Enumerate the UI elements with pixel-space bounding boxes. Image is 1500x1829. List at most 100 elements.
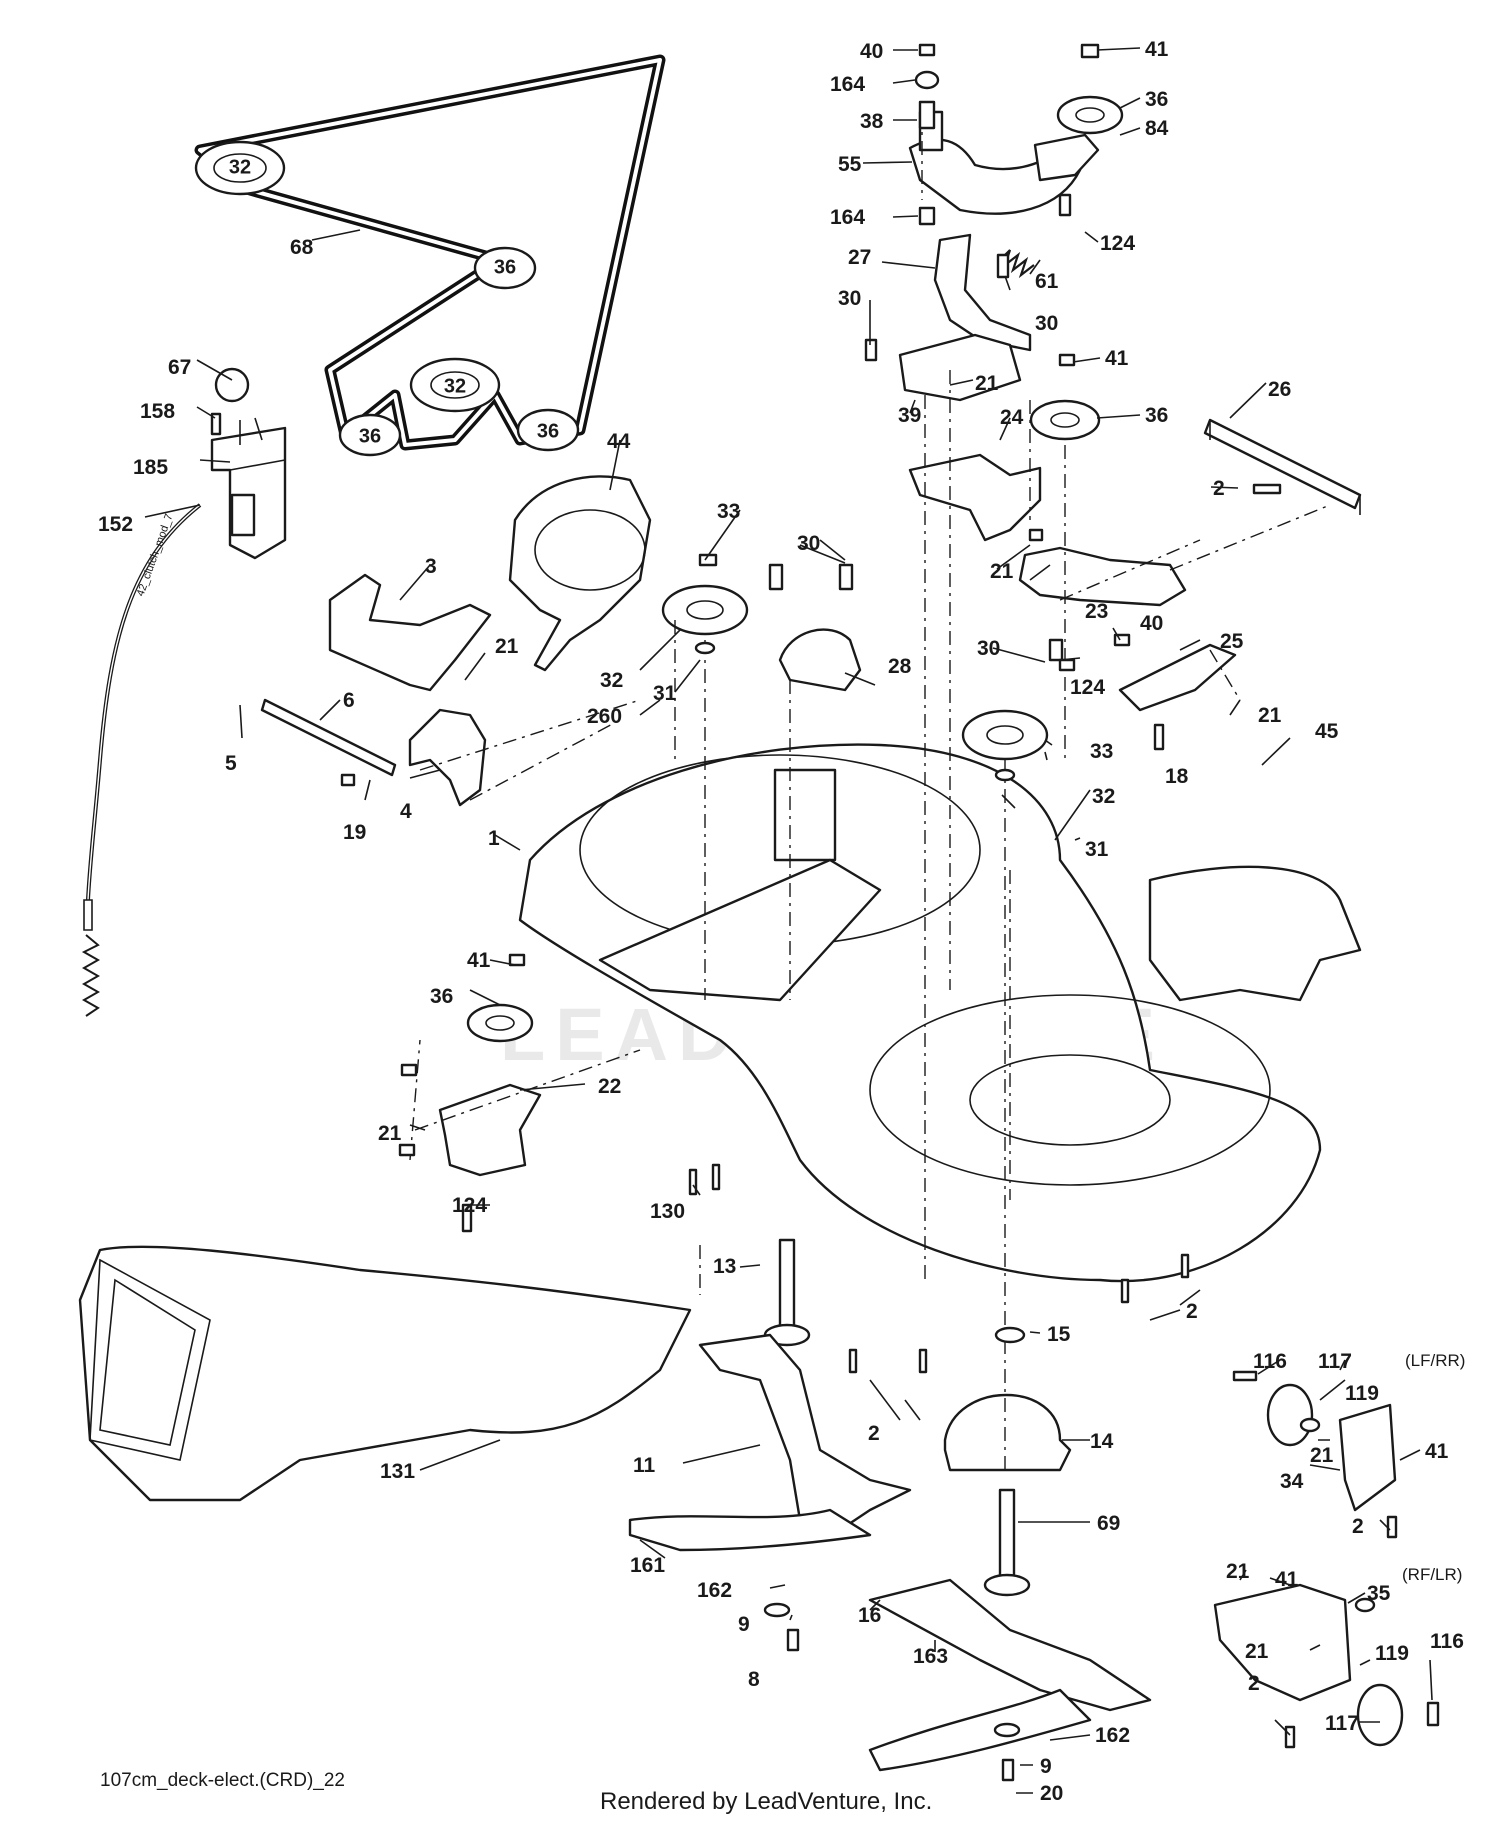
- callout-41d: 41: [1425, 1440, 1449, 1463]
- callout-21b: 21: [495, 635, 519, 658]
- callout-3: 3: [425, 555, 437, 578]
- callout-31: 31: [653, 682, 677, 705]
- callout-14: 14: [1090, 1430, 1114, 1453]
- rendered-by-credit: Rendered by LeadVenture, Inc.: [600, 1788, 933, 1815]
- callout-20: 20: [1040, 1782, 1063, 1805]
- callout-22: 22: [598, 1075, 621, 1098]
- gauge-wheel-lf-rr: [1266, 1383, 1397, 1512]
- callout-27: 27: [848, 246, 871, 269]
- variant-label-lf-rr: (LF/RR): [1405, 1351, 1465, 1370]
- callout-41b: 41: [1105, 347, 1129, 370]
- leader-lines: [144, 47, 1433, 1794]
- callout-131: 131: [380, 1460, 415, 1483]
- callout-119: 119: [1345, 1382, 1379, 1405]
- callout-6: 6: [343, 689, 355, 712]
- pulley-36-deck-left: [466, 1003, 534, 1043]
- callout-41: 41: [1145, 38, 1169, 61]
- callout-28: 28: [888, 655, 912, 678]
- belt-pulley-36-right: 36: [516, 408, 580, 452]
- callout-41c: 41: [467, 949, 491, 972]
- callout-5: 5: [225, 752, 237, 775]
- callout-163: 163: [913, 1645, 948, 1668]
- clutch-cable-152: 42_clutch_mod_7: [81, 503, 202, 1017]
- chute-28: [778, 628, 862, 692]
- callout-2b: 2: [1186, 1300, 1198, 1323]
- callout-84: 84: [1145, 117, 1169, 140]
- svg-text:32: 32: [229, 156, 251, 178]
- callout-15: 15: [1047, 1323, 1071, 1346]
- callout-117b: 117: [1325, 1712, 1359, 1735]
- callout-260: 260: [587, 705, 622, 728]
- blade-161: [628, 1508, 872, 1552]
- pulley-36-right: [1029, 399, 1101, 441]
- spring-61: [999, 249, 1035, 279]
- callout-124b: 124: [1070, 676, 1105, 699]
- belt-pulley-32-lower: 32: [409, 357, 501, 413]
- blade-163: [868, 1688, 1092, 1772]
- callout-36: 36: [1145, 88, 1168, 111]
- callout-30: 30: [838, 287, 861, 310]
- arm-25: [1118, 643, 1237, 712]
- callout-25: 25: [1220, 630, 1244, 653]
- belt-pulley-32-top: 32: [194, 140, 286, 196]
- callout-117: 117: [1318, 1350, 1352, 1373]
- callout-69: 69: [1097, 1512, 1120, 1535]
- callout-45: 45: [1315, 720, 1339, 743]
- callout-185: 185: [133, 456, 168, 479]
- bracket-23: [1018, 546, 1187, 607]
- drawing-code: 107cm_deck-elect.(CRD)_22: [100, 1770, 345, 1791]
- svg-text:42_clutch_mod_7: 42_clutch_mod_7: [135, 512, 176, 598]
- callout-19: 19: [343, 821, 366, 844]
- bracket-24: [908, 453, 1042, 542]
- callout-119b: 119: [1375, 1642, 1409, 1665]
- ball-knob-67: [214, 367, 250, 403]
- callout-16: 16: [858, 1604, 881, 1627]
- callout-1: 1: [488, 827, 500, 850]
- callout-30b: 30: [1035, 312, 1058, 335]
- variant-label-rf-lr: (RF/LR): [1402, 1565, 1462, 1584]
- callout-33b: 33: [1090, 740, 1113, 763]
- svg-text:36: 36: [359, 425, 381, 447]
- callout-31b: 31: [1085, 838, 1109, 861]
- callout-21f: 21: [1310, 1444, 1334, 1467]
- callout-33: 33: [717, 500, 740, 523]
- cover-44: [508, 475, 652, 672]
- pulley-32-center-left: [661, 584, 749, 636]
- callout-21g: 21: [1226, 1560, 1250, 1583]
- callout-34: 34: [1280, 1470, 1304, 1493]
- rod-6: [260, 698, 397, 777]
- callout-4: 4: [400, 800, 412, 823]
- discharge-chute-131: [78, 1245, 692, 1502]
- pulley-36-top-right: [1056, 95, 1124, 135]
- callout-24: 24: [1000, 406, 1024, 429]
- callout-32b: 32: [1092, 785, 1115, 808]
- callout-116: 116: [1253, 1350, 1287, 1373]
- callout-2e: 2: [1248, 1672, 1260, 1695]
- callout-40: 40: [860, 40, 883, 63]
- callout-21d: 21: [1258, 704, 1282, 727]
- callout-8: 8: [748, 1668, 760, 1691]
- rod-26: [1203, 418, 1362, 515]
- callout-21e: 21: [378, 1122, 402, 1145]
- blade-adapter-11: [698, 1333, 912, 1532]
- callout-161: 161: [630, 1554, 665, 1577]
- callout-38: 38: [860, 110, 884, 133]
- svg-text:32: 32: [444, 375, 466, 397]
- callout-18: 18: [1165, 765, 1189, 788]
- callout-11: 11: [633, 1454, 656, 1477]
- callout-40b: 40: [1140, 612, 1163, 635]
- belt-pulley-36-mid: 36: [473, 246, 537, 290]
- callout-158: 158: [140, 400, 175, 423]
- callout-68: 68: [290, 236, 314, 259]
- spindle-69: [983, 1488, 1031, 1597]
- clutch-bracket-185: [210, 417, 287, 560]
- callout-130: 130: [650, 1200, 685, 1223]
- callout-labels: 40 164 38 55 164 41 36 84 124 27 61 30 3…: [98, 38, 1464, 1805]
- hardware: [210, 43, 1440, 1782]
- callout-21h: 21: [1245, 1640, 1269, 1663]
- pulley-32-center-right: [961, 709, 1049, 761]
- callout-41e: 41: [1275, 1568, 1299, 1591]
- callout-13: 13: [713, 1255, 736, 1278]
- housing-14: [943, 1393, 1072, 1472]
